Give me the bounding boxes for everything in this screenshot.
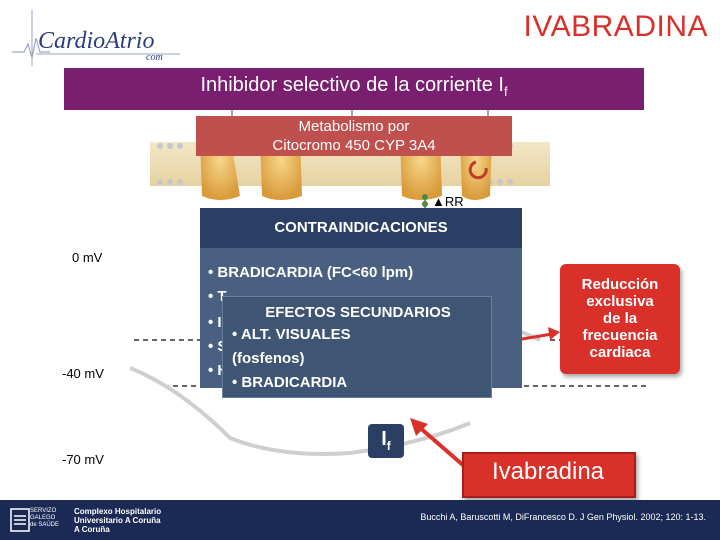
sergas-logo-icon	[10, 508, 30, 532]
rr-label: ▲RR	[432, 194, 464, 209]
slide-title: IVABRADINA	[523, 10, 708, 43]
logo-suffix: com	[146, 52, 163, 63]
side-effects-title: EFECTOS SECUNDARIOS	[265, 304, 451, 321]
mechanism-banner	[64, 68, 644, 110]
hospital-name: Complexo Hospitalario Universitario A Co…	[74, 507, 162, 534]
voltage-label-minus40: -40 mV	[62, 366, 104, 381]
side-effect-item: • BRADICARDIA	[232, 374, 348, 391]
cardioatrio-logo	[12, 10, 180, 66]
contraindication-item: • BRADICARDIA (FC<60 lpm)	[208, 264, 414, 281]
sergas-logo-text: SERVIZO GALEGO de SAÚDE	[30, 508, 60, 528]
if-current-label: If	[381, 428, 391, 453]
citation: Bucchi A, Baruscotti M, DiFrancesco D. J…	[420, 512, 706, 522]
if-current-badge	[368, 424, 404, 458]
voltage-label-0: 0 mV	[72, 250, 103, 265]
effect-line: de la	[602, 310, 638, 327]
effect-text: Reducción exclusiva de la frecuencia car…	[560, 276, 680, 361]
effect-box	[560, 264, 680, 374]
logo-text: CardioAtrio	[38, 28, 155, 54]
metabolism-line-1: Metabolismo por	[298, 118, 410, 135]
arrow-to-effect	[516, 327, 560, 342]
effect-line: exclusiva	[586, 293, 654, 310]
contraindications-title: CONTRAINDICACIONES	[274, 219, 448, 236]
effect-line: Reducción	[581, 276, 659, 293]
arrow-to-current	[410, 418, 466, 468]
contraindication-item: • I	[208, 314, 222, 331]
side-effects-panel	[222, 296, 492, 398]
contraindications-header	[200, 208, 522, 254]
mechanism-banner-text: Inhibidor selectivo de la corriente If	[200, 74, 508, 99]
side-effect-item: • ALT. VISUALES	[232, 326, 351, 343]
footer	[0, 500, 720, 540]
effect-line: cardiaca	[589, 344, 651, 361]
drug-box	[462, 452, 636, 498]
drug-label: Ivabradina	[491, 458, 605, 485]
metabolism-line-2: Citocromo 450 CYP 3A4	[272, 137, 436, 154]
effect-line: frecuencia	[582, 327, 658, 344]
metabolism-box	[196, 116, 512, 156]
voltage-label-minus70: -70 mV	[62, 452, 104, 467]
contraindication-item: • T	[208, 288, 227, 305]
side-effect-item: (fosfenos)	[232, 350, 305, 367]
metabolism-text: Metabolismo por Citocromo 450 CYP 3A4	[196, 117, 512, 155]
